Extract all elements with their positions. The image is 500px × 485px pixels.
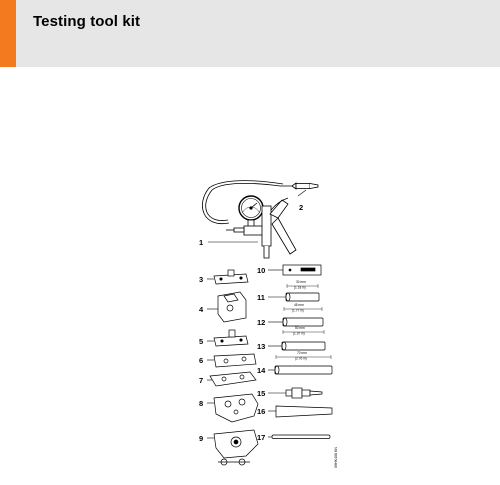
part-3-flange <box>213 269 249 285</box>
part-6-plate <box>213 353 257 368</box>
callout-17: 17 <box>257 433 265 442</box>
callout-1: 1 <box>199 238 203 247</box>
dimension-12-imperial: (1.77 in) <box>292 309 304 313</box>
part-11-sleeve <box>285 284 320 302</box>
dimension-13-imperial: (1.97 in) <box>293 332 305 336</box>
dimension-12-metric: 45 mm <box>294 303 304 307</box>
dimension-13-metric: 50 mm <box>295 326 305 330</box>
part-5-flange <box>213 329 249 347</box>
dimension-11-imperial: (1.18 in) <box>294 286 306 290</box>
leader-lines <box>207 189 307 439</box>
callout-15: 15 <box>257 389 265 398</box>
callout-14: 14 <box>257 366 266 375</box>
part-7-plate <box>209 371 257 387</box>
pressure-tester-pump <box>202 180 319 259</box>
callout-7: 7 <box>199 376 203 385</box>
callout-6: 6 <box>199 356 203 365</box>
part-9-housing <box>213 429 259 466</box>
callout-12: 12 <box>257 318 265 327</box>
callout-11: 11 <box>257 293 265 302</box>
callout-16: 16 <box>257 407 265 416</box>
part-4-block <box>217 291 247 323</box>
part-12-sleeve <box>282 307 324 327</box>
dimension-14-metric: 70 mm <box>297 351 307 355</box>
part-8-housing <box>213 393 259 423</box>
callout-8: 8 <box>199 399 203 408</box>
callout-5: 5 <box>199 337 203 346</box>
callout-2: 2 <box>299 203 303 212</box>
part-17-rod <box>271 434 331 439</box>
header-bar: Testing tool kit <box>0 0 500 67</box>
part-10-plate <box>282 264 322 276</box>
callout-3: 3 <box>199 275 203 284</box>
callout-9: 9 <box>199 434 203 443</box>
callout-10: 10 <box>257 266 265 275</box>
drawing-code: 09HK408 KN <box>334 447 338 468</box>
part-16-taper <box>275 405 333 418</box>
callout-13: 13 <box>257 342 265 351</box>
header-accent-stripe <box>0 0 16 67</box>
dimension-11-metric: 30 mm <box>296 280 306 284</box>
part-15-nipple <box>285 387 323 399</box>
dimension-14-imperial: (2.76 in) <box>295 357 307 361</box>
page-title: Testing tool kit <box>33 13 141 30</box>
callout-4: 4 <box>199 305 204 314</box>
